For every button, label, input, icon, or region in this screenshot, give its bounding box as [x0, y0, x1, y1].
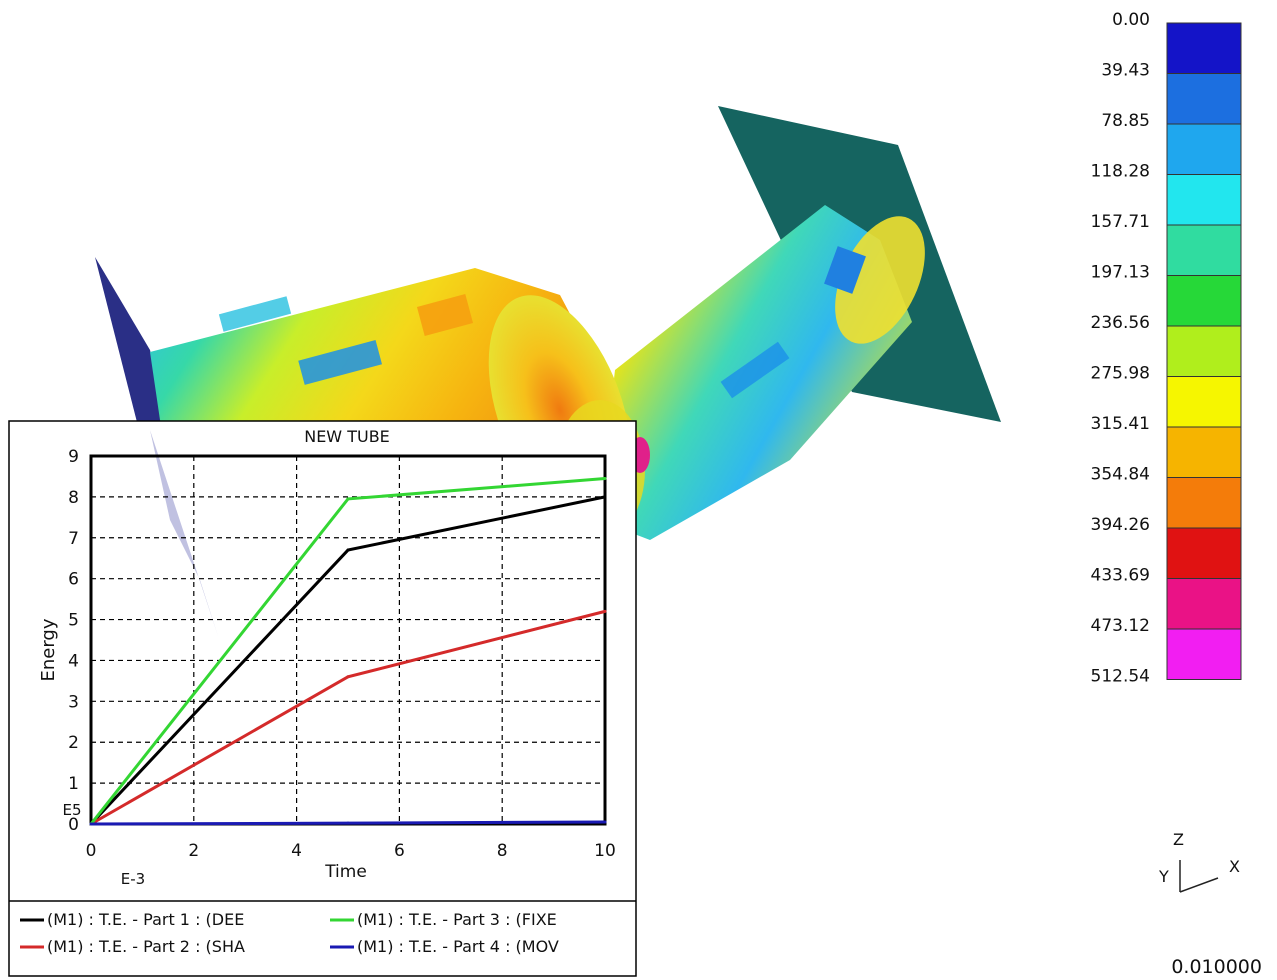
- time-readout: 0.010000: [1171, 956, 1262, 978]
- colorbar-value: 275.98: [1091, 364, 1150, 384]
- x-tick-label: 0: [86, 841, 97, 861]
- y-tick-label: 0: [68, 815, 79, 835]
- x-tick-label: 10: [594, 841, 616, 861]
- series-2-point: [603, 609, 607, 613]
- chart-title: NEW TUBE: [304, 427, 390, 446]
- y-tick-label: 3: [68, 692, 79, 712]
- series-3-point: [346, 497, 350, 501]
- tick-labels: 0 2 4 6 8 10 0 1 2 3 4 5 6 7 8 9: [68, 447, 616, 861]
- legend-label: (M1) : T.E. - Part 2 : (SHA: [47, 937, 245, 956]
- axis-triad: Z X Y: [1158, 830, 1240, 893]
- colorbar-swatch: [1166, 477, 1242, 529]
- chart-legend: (M1) : T.E. - Part 1 : (DEE (M1) : T.E. -…: [20, 910, 559, 956]
- colorbar-swatch: [1166, 22, 1242, 74]
- colorbar-value: 118.28: [1091, 162, 1150, 182]
- x-tick-label: 4: [291, 841, 302, 861]
- colorbar-swatch: [1166, 275, 1242, 327]
- y-tick-label: 9: [68, 447, 79, 467]
- colorbar-value: 354.84: [1091, 465, 1150, 485]
- colorbar-value: 512.54: [1091, 667, 1150, 687]
- y-tick-label: 8: [68, 488, 79, 508]
- colorbar-swatch: [1166, 527, 1242, 579]
- color-scale: 0.00 39.43 78.85 118.28 157.71 197.13 236.56 27…: [1091, 10, 1242, 687]
- legend-label: (M1) : T.E. - Part 1 : (DEE: [47, 910, 244, 929]
- colorbar-swatch: [1166, 426, 1242, 478]
- y-tick-label: 6: [68, 570, 79, 590]
- axis-x-label: X: [1229, 857, 1240, 876]
- legend-label: (M1) : T.E. - Part 4 : (MOV: [357, 937, 559, 956]
- x-tick-label: 6: [394, 841, 405, 861]
- colorbar-value: 39.43: [1101, 61, 1150, 81]
- colorbar-value: 433.69: [1091, 566, 1150, 586]
- colorbar-value: 0.00: [1112, 10, 1150, 30]
- y-tick-label: 4: [68, 651, 79, 671]
- legend-label: (M1) : T.E. - Part 3 : (FIXE: [357, 910, 557, 929]
- chart-frame: [8, 420, 637, 977]
- colorbar-value: 394.26: [1091, 515, 1150, 535]
- colorbar-value: 157.71: [1091, 212, 1150, 232]
- x-axis-label: Time: [324, 862, 367, 882]
- colorbar-swatch: [1166, 376, 1242, 428]
- colorbar-swatch: [1166, 628, 1242, 680]
- series-4-point: [346, 821, 350, 825]
- x-multiplier: E-3: [121, 870, 145, 888]
- x-tick-label: 8: [497, 841, 508, 861]
- series-lines: [89, 476, 607, 826]
- series-1-point: [346, 548, 350, 552]
- colorbar-swatch: [1166, 73, 1242, 125]
- colorbar-swatch: [1166, 123, 1242, 175]
- x-tick-label: 2: [188, 841, 199, 861]
- axis-y-label: Y: [1158, 867, 1169, 886]
- series-1-point: [603, 495, 607, 499]
- y-multiplier: E5: [62, 801, 81, 819]
- y-tick-label: 2: [68, 733, 79, 753]
- colorbar-swatch: [1166, 325, 1242, 377]
- y-axis-label: Energy: [38, 618, 59, 681]
- y-tick-label: 7: [68, 529, 79, 549]
- colorbar-value: 197.13: [1091, 263, 1150, 283]
- y-tick-label: 5: [68, 611, 79, 631]
- colorbar-value: 78.85: [1101, 111, 1150, 131]
- colorbar-value: 473.12: [1091, 616, 1150, 636]
- colorbar-value: 236.56: [1091, 313, 1150, 333]
- energy-chart: NEW TUBE 0 2 4 6 8 10 0 1 2 3 4 5 6 7 8 9 Energy E5 Tim…: [8, 420, 637, 977]
- series-3-point: [603, 476, 607, 480]
- series-2-point: [346, 675, 350, 679]
- series-4-point: [603, 820, 607, 824]
- colorbar-swatch: [1166, 174, 1242, 226]
- colorbar-swatch: [1166, 578, 1242, 630]
- colorbar-value: 315.41: [1091, 414, 1150, 434]
- series-4-point: [89, 822, 93, 826]
- axis-z-label: Z: [1173, 830, 1184, 849]
- y-tick-label: 1: [68, 774, 79, 794]
- colorbar-swatch: [1166, 224, 1242, 276]
